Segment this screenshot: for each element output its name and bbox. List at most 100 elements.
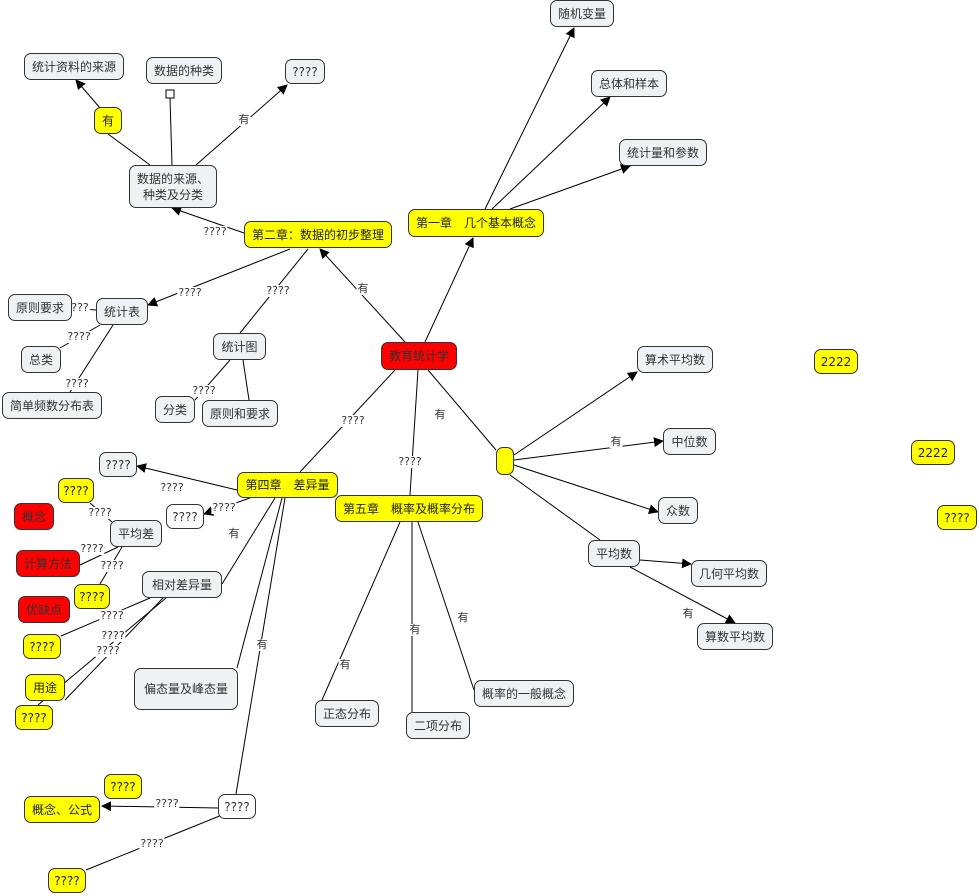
concept-node-n-rel[interactable]: 相对差异量 bbox=[142, 571, 222, 598]
connection-line bbox=[639, 558, 692, 569]
link-label: ???? bbox=[100, 629, 126, 642]
concept-node-ch4[interactable]: 第四章 差异量 bbox=[237, 472, 338, 498]
link-label: ???? bbox=[139, 837, 165, 850]
concept-node-n-prob[interactable]: 概率的一般概念 bbox=[474, 680, 574, 707]
link-label: ???? bbox=[64, 377, 90, 390]
link-label: ???? bbox=[87, 506, 113, 519]
concept-node-n-mode[interactable]: 众数 bbox=[658, 497, 698, 524]
link-label: ???? bbox=[177, 286, 203, 299]
concept-node-n-formula[interactable]: 概念、公式 bbox=[24, 796, 100, 823]
link-label: ???? bbox=[79, 542, 105, 555]
concept-node-n-tprin[interactable]: 原则要求 bbox=[8, 294, 72, 321]
concept-node-n-median[interactable]: 中位数 bbox=[663, 428, 716, 455]
connection-line bbox=[427, 369, 497, 451]
concept-node-n-qy5[interactable]: ???? bbox=[104, 774, 142, 799]
connection-line bbox=[509, 474, 601, 541]
concept-node-n-normal[interactable]: 正态分布 bbox=[315, 700, 379, 727]
concept-node-n-calc[interactable]: 计算方法 bbox=[16, 550, 80, 577]
concept-node-n-total[interactable]: 总类 bbox=[21, 346, 61, 373]
connector-square bbox=[165, 89, 175, 99]
concept-node-n-q4a[interactable]: ???? bbox=[99, 452, 137, 477]
connection-line bbox=[147, 248, 291, 307]
link-label: 有 bbox=[408, 623, 422, 636]
link-label: ???? bbox=[95, 644, 121, 657]
link-label: 有 bbox=[227, 527, 241, 540]
concept-node-n-concept[interactable]: 概念 bbox=[14, 503, 54, 530]
concept-node-n-gprin[interactable]: 原则和要求 bbox=[202, 400, 278, 427]
connection-line bbox=[319, 248, 406, 343]
link-label: ???? bbox=[159, 481, 185, 494]
link-label: ??? bbox=[70, 301, 90, 314]
link-label: 有 bbox=[237, 113, 251, 126]
concept-node-ch2[interactable]: 第二章：数据的初步整理 bbox=[244, 221, 392, 248]
connection-line bbox=[513, 437, 664, 461]
concept-node-n-2222b[interactable]: 2222 bbox=[911, 440, 955, 465]
concept-node-n-avg[interactable]: 平均数 bbox=[588, 540, 640, 567]
connection-line bbox=[513, 464, 659, 514]
concept-node-n-q4y2[interactable]: ???? bbox=[74, 584, 110, 609]
concept-node-n-datasrc[interactable]: 数据的来源、种类及分类 bbox=[129, 165, 217, 208]
concept-node-n-q4w[interactable]: ???? bbox=[166, 504, 204, 529]
concept-node-n-skew[interactable]: 偏态量及峰态量 bbox=[134, 668, 238, 710]
concept-node-n-arith[interactable]: 算数平均数 bbox=[697, 623, 773, 650]
concept-node-n-use[interactable]: 用途 bbox=[25, 674, 65, 701]
link-label: 有 bbox=[681, 607, 695, 620]
connection-line bbox=[75, 79, 101, 109]
concept-node-n-qw2[interactable]: ???? bbox=[218, 794, 256, 819]
link-label: ???? bbox=[202, 225, 228, 238]
concept-node-root[interactable]: 教育统计学 bbox=[381, 342, 457, 370]
connection-line bbox=[107, 133, 151, 166]
concept-node-n-2222a[interactable]: 2222 bbox=[814, 349, 858, 374]
concept-node-n-q4y[interactable]: ???? bbox=[58, 478, 94, 503]
concept-node-n-kind[interactable]: 数据的种类 bbox=[146, 57, 222, 84]
concept-node-n-graph[interactable]: 统计图 bbox=[213, 333, 266, 360]
link-label: ???? bbox=[99, 609, 125, 622]
link-label: 有 bbox=[456, 611, 470, 624]
concept-node-n-pros[interactable]: 优缺点 bbox=[18, 596, 70, 623]
link-label: ???? bbox=[265, 284, 291, 297]
link-label: 有 bbox=[356, 282, 370, 295]
connection-line bbox=[169, 97, 173, 166]
concept-node-n-q4y3[interactable]: ???? bbox=[23, 634, 61, 659]
concept-node-n-mean[interactable]: 算术平均数 bbox=[637, 346, 713, 373]
concept-node-n-pop[interactable]: 总体和样本 bbox=[591, 70, 667, 97]
link-label: ???? bbox=[340, 414, 366, 427]
link-label: ???? bbox=[211, 501, 237, 514]
connection-line bbox=[491, 96, 611, 210]
connection-line bbox=[221, 497, 276, 585]
link-label: 有 bbox=[433, 408, 447, 421]
link-label: 有 bbox=[338, 658, 352, 671]
concept-node-ch5[interactable]: 第五章 概率及概率分布 bbox=[335, 495, 483, 522]
concept-node-n-rv[interactable]: 随机变量 bbox=[550, 0, 614, 27]
link-label: ???? bbox=[99, 559, 125, 572]
concept-node-n-you[interactable]: 有 bbox=[94, 107, 122, 134]
concept-node-ch1[interactable]: 第一章 几个基本概念 bbox=[408, 209, 544, 237]
concept-node-n-table[interactable]: 统计表 bbox=[96, 298, 148, 325]
concept-node-n-src[interactable]: 统计资料的来源 bbox=[24, 53, 124, 80]
concept-node-n-binom[interactable]: 二项分布 bbox=[406, 712, 470, 739]
connection-line bbox=[409, 369, 419, 496]
concept-node-n-geo[interactable]: 几何平均数 bbox=[691, 560, 767, 587]
connection-line bbox=[509, 164, 631, 210]
connection-line bbox=[79, 546, 119, 566]
connection-line bbox=[424, 237, 474, 343]
connection-line bbox=[136, 463, 238, 491]
connection-line bbox=[629, 566, 736, 624]
concept-node-n-qy6[interactable]: ???? bbox=[48, 868, 86, 893]
link-label: ???? bbox=[66, 330, 92, 343]
concept-node-n-freq[interactable]: 简单频数分布表 bbox=[2, 392, 102, 419]
connection-line bbox=[321, 521, 401, 701]
concept-node-n-gcls[interactable]: 分类 bbox=[155, 396, 195, 423]
link-label: ???? bbox=[397, 455, 423, 468]
concept-node-n-avgdev[interactable]: 平均差 bbox=[110, 520, 162, 547]
concept-node-n-small[interactable] bbox=[496, 447, 514, 475]
concept-node-n-q1[interactable]: ???? bbox=[285, 59, 325, 84]
connection-line bbox=[417, 521, 475, 691]
concept-node-n-stat[interactable]: 统计量和参数 bbox=[619, 139, 707, 166]
link-label: ???? bbox=[154, 797, 180, 810]
concept-node-n-q4y4[interactable]: ???? bbox=[15, 705, 53, 730]
concept-node-n-qr[interactable]: ???? bbox=[937, 505, 977, 530]
link-label: 有 bbox=[255, 638, 269, 651]
connection-line bbox=[242, 359, 250, 401]
connection-line bbox=[484, 27, 575, 210]
